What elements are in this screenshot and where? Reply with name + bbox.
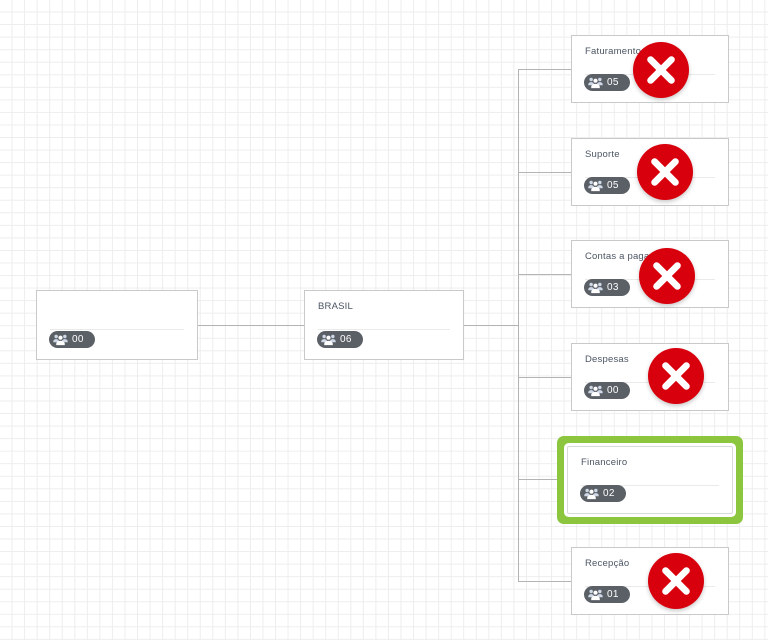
org-node-title: Faturamento: [585, 46, 642, 57]
node-divider: [50, 329, 184, 330]
member-count-badge[interactable]: 05: [584, 74, 630, 91]
member-count-badge[interactable]: 02: [580, 485, 626, 502]
org-node-root[interactable]: 00: [36, 290, 198, 360]
org-node-title: Suporte: [585, 149, 620, 160]
org-node-title: Contas a pagar: [585, 251, 653, 262]
connector-line: [518, 69, 519, 581]
member-count-value: 05: [607, 179, 619, 191]
connector-line: [198, 325, 304, 326]
org-node-title: BRASIL: [318, 301, 353, 312]
org-node-title: Despesas: [585, 354, 629, 365]
org-node-brasil[interactable]: BRASIL 06: [304, 290, 464, 360]
node-divider: [318, 329, 450, 330]
group-people-icon: [588, 282, 603, 294]
group-people-icon: [588, 180, 603, 192]
org-node-title: Financeiro: [581, 457, 628, 468]
connector-line: [464, 325, 518, 326]
member-count-value: 01: [607, 588, 619, 600]
group-people-icon: [584, 488, 599, 500]
group-people-icon: [53, 334, 68, 346]
blocked-marker-recepcao[interactable]: [648, 553, 704, 609]
member-count-badge[interactable]: 06: [317, 331, 363, 348]
member-count-value: 06: [340, 333, 352, 345]
connector-line: [518, 274, 571, 275]
connector-line: [518, 581, 571, 582]
org-node-financeiro[interactable]: Financeiro 02: [567, 446, 733, 514]
blocked-marker-suporte[interactable]: [637, 144, 693, 200]
connector-line: [518, 377, 571, 378]
connector-line: [518, 69, 571, 70]
member-count-value: 00: [607, 384, 619, 396]
blocked-marker-faturamento[interactable]: [633, 42, 689, 98]
close-x-icon: [651, 158, 679, 186]
member-count-badge[interactable]: 03: [584, 279, 630, 296]
member-count-badge[interactable]: 00: [584, 382, 630, 399]
member-count-badge[interactable]: 00: [49, 331, 95, 348]
member-count-value: 03: [607, 281, 619, 293]
org-node-title: Recepção: [585, 558, 630, 569]
group-people-icon: [321, 334, 336, 346]
member-count-badge[interactable]: 01: [584, 586, 630, 603]
connector-line: [518, 172, 571, 173]
member-count-badge[interactable]: 05: [584, 177, 630, 194]
group-people-icon: [588, 385, 603, 397]
close-x-icon: [662, 567, 690, 595]
blocked-marker-contas-a-pagar[interactable]: [639, 248, 695, 304]
member-count-value: 00: [72, 333, 84, 345]
blocked-marker-despesas[interactable]: [648, 348, 704, 404]
member-count-value: 05: [607, 76, 619, 88]
connector-line: [518, 479, 562, 480]
group-people-icon: [588, 77, 603, 89]
close-x-icon: [662, 362, 690, 390]
close-x-icon: [647, 56, 675, 84]
node-divider: [581, 485, 719, 486]
group-people-icon: [588, 589, 603, 601]
close-x-icon: [653, 262, 681, 290]
member-count-value: 02: [603, 487, 615, 499]
